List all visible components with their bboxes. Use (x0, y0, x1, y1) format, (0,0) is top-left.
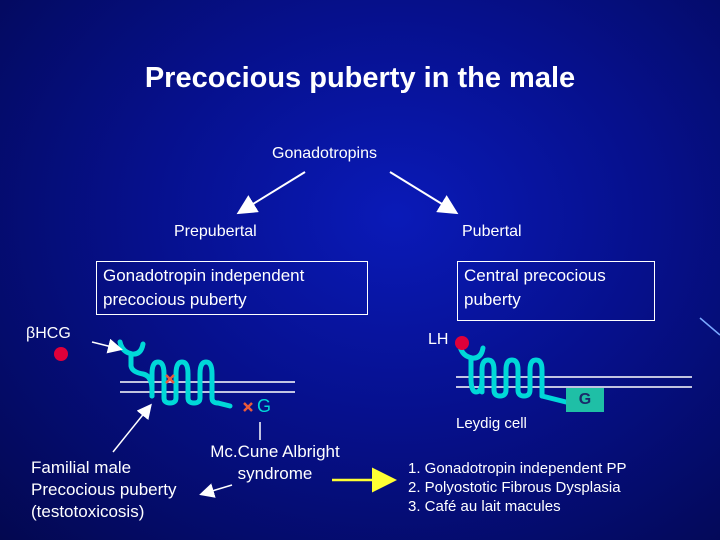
right-receptor (457, 343, 569, 405)
mutation-x-g (243, 402, 253, 412)
arrow-mccune-to-familial (199, 483, 233, 498)
left-receptor (117, 339, 233, 409)
decorative-line (699, 317, 720, 336)
root-label: Gonadotropins (272, 145, 377, 162)
list-item: 2. Polyostotic Fibrous Dysplasia (408, 479, 621, 496)
leydig-cell-label: Leydig cell (456, 415, 527, 432)
left-membrane (120, 381, 295, 393)
box-gonadotropin-independent: Gonadotropin independent precocious pube… (96, 261, 368, 315)
arrow-to-pubertal (389, 171, 459, 215)
feature-list: 1. Gonadotropin independent PP 2. Polyos… (408, 459, 627, 516)
list-item: 3. Café au lait macules (408, 498, 561, 515)
branch-prepubertal: Prepubertal (174, 223, 257, 240)
familial-label: Familial male Precocious puberty (testot… (31, 458, 177, 521)
g-protein-left: G (257, 396, 272, 416)
mutation-x-left (165, 374, 175, 384)
lh-label: LH (428, 331, 449, 348)
right-membrane (456, 376, 692, 388)
box-central-precocious: Central precocious puberty (457, 261, 655, 321)
branch-pubertal: Pubertal (462, 223, 522, 240)
mccune-albright-label: Mc.Cune Albright syndrome (210, 442, 340, 483)
page-title: Precocious puberty in the male (144, 62, 576, 94)
arrow-familial-to-receptor (112, 403, 152, 453)
lh-ligand (455, 336, 469, 350)
g-protein-right: G (566, 388, 604, 412)
list-item: 1. Gonadotropin independent PP (408, 460, 627, 477)
bhcg-arrow (91, 338, 123, 354)
bhcg-label: βHCG (26, 325, 71, 342)
bhcg-ligand (54, 347, 68, 361)
arrow-to-prepubertal (236, 171, 306, 215)
